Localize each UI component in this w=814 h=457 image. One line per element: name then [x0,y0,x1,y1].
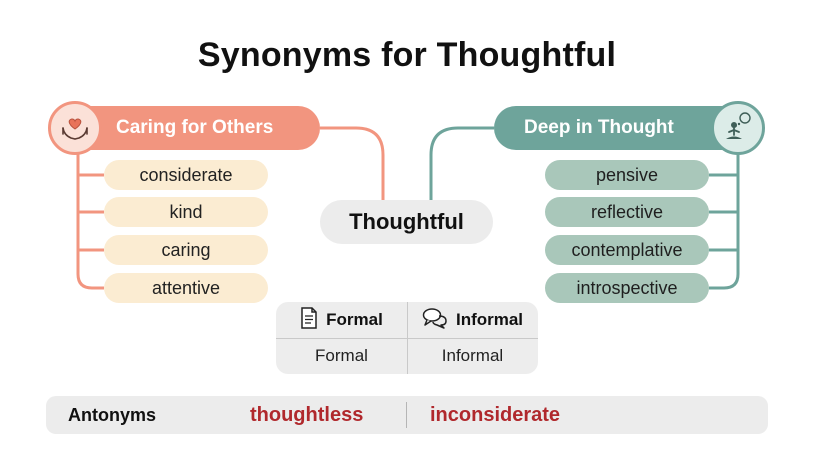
synonym-chip-left: kind [104,197,268,227]
connector-right-trunk [709,152,740,290]
synonym-chip-left: caring [104,235,268,265]
antonyms-bar: Antonyms thoughtless inconsiderate [46,396,768,434]
antonyms-label: Antonyms [68,404,157,425]
heart-in-hands-icon [48,101,102,155]
meditating-person-icon [711,101,765,155]
category-label-right: Deep in Thought [524,117,674,138]
speech-bubbles-icon [422,307,448,334]
register-column-informal: Informal Informal [407,302,538,374]
synonym-chip-right: contemplative [545,235,709,265]
register-divider-vertical [407,302,408,374]
page-title: Synonyms for Thoughtful [197,36,617,74]
antonyms-separator [406,402,407,428]
center-word-node: Thoughtful [320,200,493,244]
register-value-informal: Informal [441,346,504,365]
register-header-informal: Informal [407,302,538,338]
synonym-chip-left: considerate [104,160,268,190]
synonym-chip-right: pensive [545,160,709,190]
category-label-left: Caring for Others [116,117,274,138]
category-caring-for-others: Caring for Others [62,106,320,150]
register-header-formal: Formal [276,302,407,338]
document-icon [300,306,318,334]
connector-left-trunk [76,152,104,290]
category-deep-in-thought: Deep in Thought [494,106,750,150]
connector-left-to-center [320,126,385,200]
synonym-chip-left: attentive [104,273,268,303]
synonym-chip-right: reflective [545,197,709,227]
register-column-formal: Formal Formal [276,302,407,374]
connector-right-to-center [429,126,494,200]
register-table: Formal Formal Informal Informal [276,302,538,374]
register-value-formal: Formal [315,346,368,365]
synonym-chip-right: introspective [545,273,709,303]
antonym-word: thoughtless [250,403,364,426]
center-word: Thoughtful [349,209,464,234]
antonym-word: inconsiderate [430,403,561,426]
